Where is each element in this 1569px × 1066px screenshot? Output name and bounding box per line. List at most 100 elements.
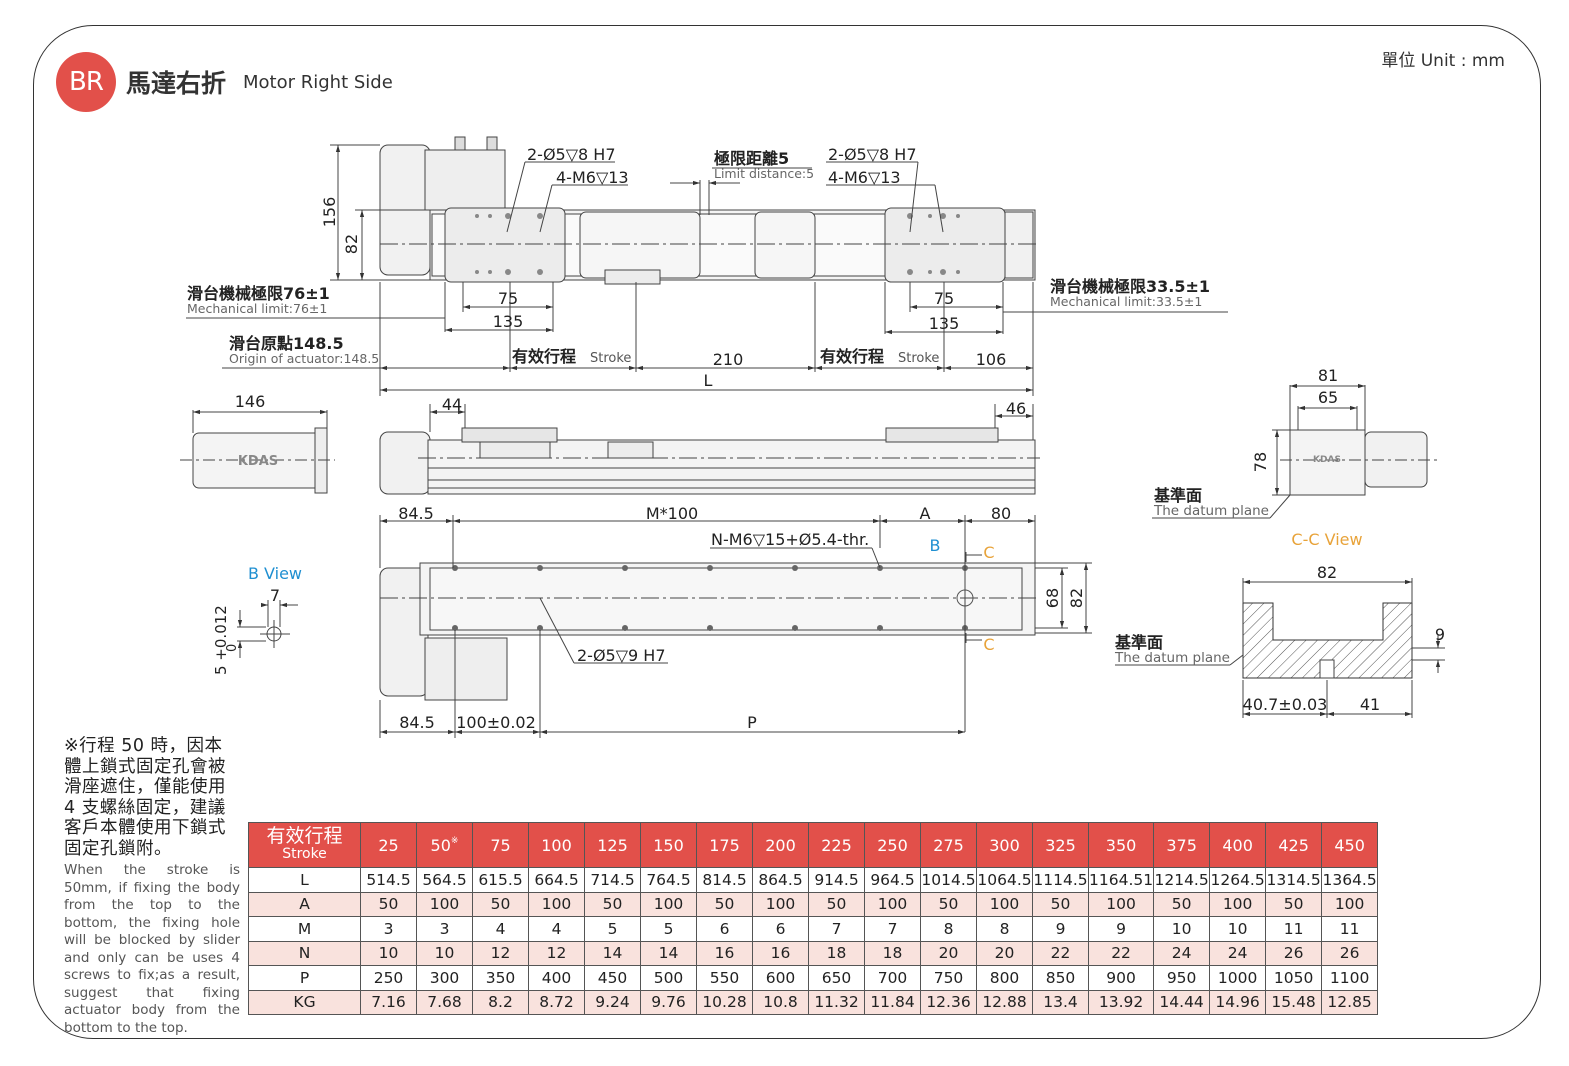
table-cell: 1264.5 — [1209, 867, 1267, 893]
dim-100: 100±0.02 — [456, 713, 536, 732]
datum-plane-2-en: The datum plane — [1114, 650, 1230, 666]
table-cell: 4 — [472, 916, 529, 942]
table-cell: 26 — [1265, 940, 1323, 966]
table-cell: 22 — [1087, 940, 1155, 966]
dim-75-right: 75 — [934, 289, 954, 308]
dim-78: 78 — [1251, 452, 1270, 472]
page-title-en: Motor Right Side — [243, 72, 393, 93]
table-cell: 16 — [752, 940, 809, 966]
table-header-cell: 300 — [976, 822, 1033, 868]
table-row-label: L — [248, 867, 361, 893]
mech-limit-right-zh: 滑台機械極限33.5±1 — [1050, 277, 1210, 296]
table-row-label: P — [248, 965, 361, 991]
table-header-cell: 125 — [584, 822, 641, 868]
table-cell: 10 — [1153, 916, 1211, 942]
table-cell: 900 — [1087, 965, 1155, 991]
datum-plane-1-en: The datum plane — [1153, 503, 1269, 519]
cc-view-section — [1115, 578, 1445, 718]
right-end-view — [1152, 383, 1440, 519]
table-cell: 11 — [1265, 916, 1323, 942]
table-cell: 1214.5 — [1153, 867, 1211, 893]
table-cell: 550 — [696, 965, 753, 991]
table-cell: 14.96 — [1209, 989, 1267, 1015]
table-cell: 18 — [808, 940, 865, 966]
table-cell: 50 — [696, 891, 753, 917]
table-cell: 10.28 — [696, 989, 753, 1015]
c-section-mark-bottom: C — [983, 635, 994, 654]
table-cell: 7 — [864, 916, 921, 942]
table-cell: 514.5 — [360, 867, 417, 893]
stroke-note-mark: ※ — [450, 835, 459, 846]
table-header-cell: 150 — [640, 822, 697, 868]
table-cell: 100 — [528, 891, 585, 917]
table-header-cell: 450 — [1321, 822, 1379, 868]
table-cell: 714.5 — [584, 867, 641, 893]
datum-plane-1-zh: 基準面 — [1153, 486, 1202, 505]
table-row-label: KG — [248, 989, 361, 1015]
table-header-stroke: 有效行程 Stroke — [248, 822, 361, 868]
tolerance-zero: 0 — [225, 644, 240, 652]
table-cell: 450 — [584, 965, 641, 991]
stroke-label-2-zh: 有效行程 — [820, 347, 884, 366]
table-cell: 100 — [1321, 891, 1379, 917]
table-header-cell: 350 — [1087, 822, 1155, 868]
brand-logo-end: KDAS — [1313, 455, 1341, 465]
table-cell: 24 — [1153, 940, 1211, 966]
dim-P: P — [747, 713, 757, 732]
table-cell: 4 — [528, 916, 585, 942]
left-side-view — [180, 409, 335, 494]
table-cell: 9.24 — [584, 989, 641, 1015]
table-cell: 100 — [416, 891, 473, 917]
table-header-cell: 75 — [472, 822, 529, 868]
table-cell: 50 — [1265, 891, 1323, 917]
table-cell: 12 — [528, 940, 585, 966]
table-row-label: M — [248, 916, 361, 942]
table-cell: 950 — [1153, 965, 1211, 991]
dim-84-5-bottom: 84.5 — [399, 713, 435, 732]
table-cell: 3 — [360, 916, 417, 942]
table-cell: 50 — [1153, 891, 1211, 917]
dim-106: 106 — [976, 350, 1007, 369]
table-cell: 750 — [920, 965, 977, 991]
table-header-cell: 275 — [920, 822, 977, 868]
table-cell: 10 — [1209, 916, 1267, 942]
table-header-cell: 100 — [528, 822, 585, 868]
screw-label-2: 4-M6▽13 — [828, 168, 901, 187]
section-badge: BR — [56, 52, 116, 112]
limit-label-en: Limit distance:5 — [714, 166, 814, 181]
mech-limit-right-en: Mechanical limit:33.5±1 — [1050, 294, 1202, 309]
table-cell: 11 — [1321, 916, 1379, 942]
tolerance-label: 5 +0.012 — [212, 605, 230, 675]
table-header-cell: 250 — [864, 822, 921, 868]
table-cell: 10 — [416, 940, 473, 966]
table-cell: 700 — [864, 965, 921, 991]
note-zh: ※行程 50 時，因本體上鎖式固定孔會被滑座遮住，僅能使用 4 支螺絲固定，建議… — [64, 736, 226, 859]
table-cell: 1364.5 — [1321, 867, 1379, 893]
table-cell: 5 — [640, 916, 697, 942]
table-header-cell: 325 — [1032, 822, 1089, 868]
stroke-label-2-en: Stroke — [898, 351, 939, 366]
table-cell: 600 — [752, 965, 809, 991]
front-view — [379, 404, 1040, 495]
hole-label-3: 2-Ø5▽9 H7 — [577, 646, 666, 665]
table-cell: 20 — [920, 940, 977, 966]
dim-68: 68 — [1043, 588, 1062, 608]
table-cell: 100 — [1209, 891, 1267, 917]
table-cell: 100 — [864, 891, 921, 917]
table-cell: 11.84 — [864, 989, 921, 1015]
table-cell: 22 — [1032, 940, 1089, 966]
table-header-cell: 400 — [1209, 822, 1267, 868]
origin-label-zh: 滑台原點148.5 — [229, 334, 344, 353]
table-cell: 100 — [752, 891, 809, 917]
table-cell: 814.5 — [696, 867, 753, 893]
table-cell: 8.2 — [472, 989, 529, 1015]
table-cell: 864.5 — [752, 867, 809, 893]
table-cell: 14 — [640, 940, 697, 966]
table-cell: 15.48 — [1265, 989, 1323, 1015]
origin-label-en: Origin of actuator:148.5 — [229, 351, 379, 366]
